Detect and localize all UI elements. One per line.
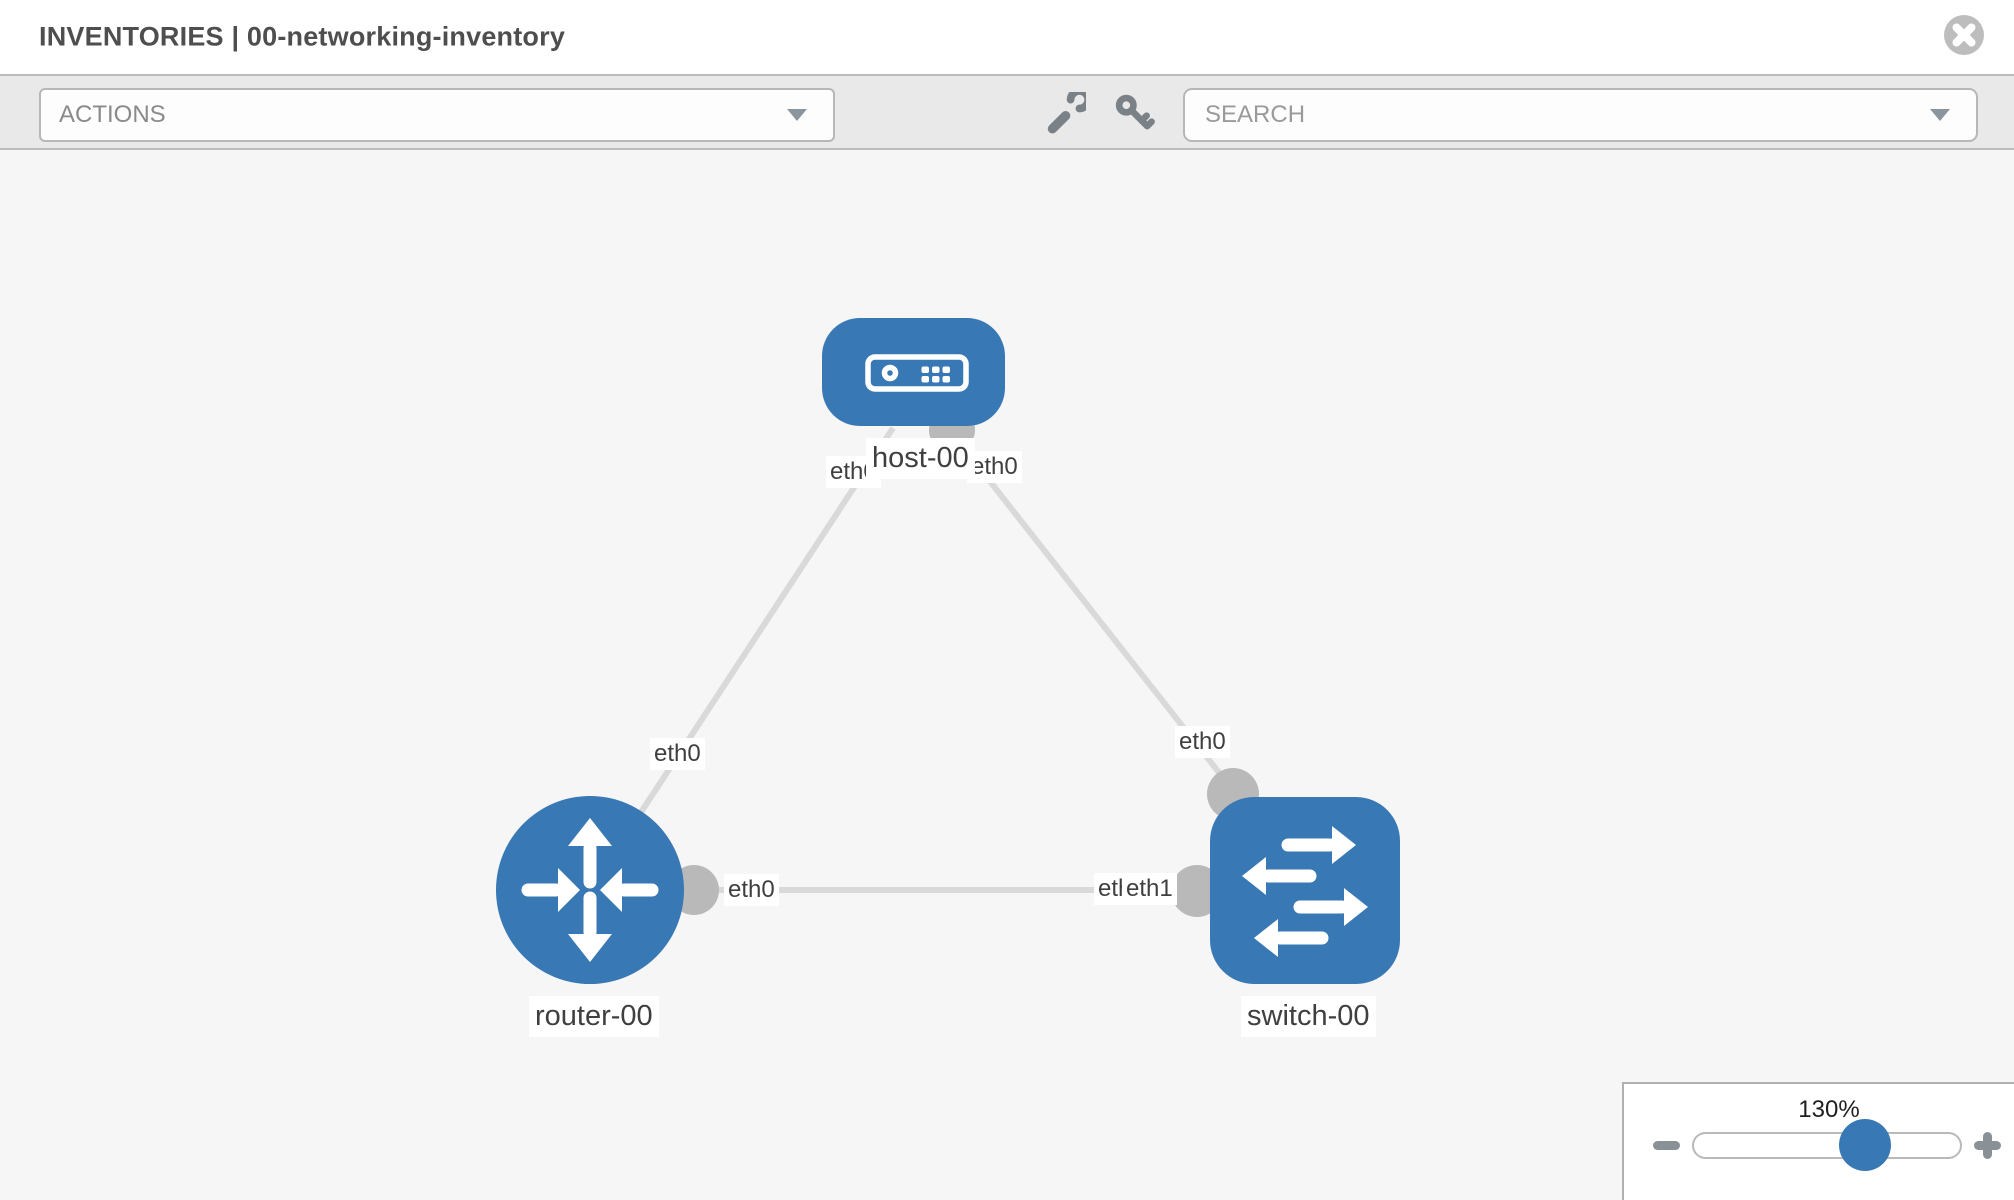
router-icon [521,818,659,962]
interface-label: eth0 [967,451,1022,483]
router-node[interactable] [496,796,684,984]
actions-dropdown-label: ACTIONS [59,101,166,128]
zoom-slider-track[interactable] [1692,1132,1962,1159]
topology-canvas[interactable]: eth0 eth0 eth0 eth0 eth0 eth1 eth0 host-… [0,150,2014,1200]
zoom-level-text: 130% [1798,1096,1860,1123]
page-title: INVENTORIES | 00-networking-inventory [39,21,566,52]
zoom-in-button[interactable] [1974,1132,2001,1159]
interface-label: eth0 [724,874,779,906]
interface-label: eth0 [1175,726,1230,758]
close-button[interactable] [1942,13,1986,57]
host-node[interactable] [822,318,1005,426]
interface-label: eth1 [1122,873,1177,905]
switch-icon [1242,826,1368,957]
actions-dropdown[interactable]: ACTIONS [39,88,835,142]
toolbar: ACTIONS [0,74,2014,150]
key-icon [1115,94,1155,130]
zoom-panel: 130% [1622,1082,2014,1200]
wrench-icon [1047,92,1086,134]
zoom-slider-knob[interactable] [1839,1119,1891,1171]
header: INVENTORIES | 00-networking-inventory [0,0,2014,74]
close-icon [1944,15,1984,55]
topology-graph [496,318,1400,984]
host-icon [865,354,969,392]
interface-label: eth0 [650,738,705,770]
search-input[interactable] [1185,90,1930,140]
search-box[interactable] [1183,88,1978,142]
credentials-button[interactable] [1110,86,1158,142]
chevron-down-icon [787,109,807,121]
tools-button[interactable] [1040,86,1088,142]
node-label-host: host-00 [866,438,975,479]
node-label-switch: switch-00 [1241,996,1376,1037]
zoom-out-button[interactable] [1653,1141,1680,1150]
chevron-down-icon [1930,109,1950,121]
switch-node[interactable] [1210,797,1400,984]
node-label-router: router-00 [529,996,659,1037]
